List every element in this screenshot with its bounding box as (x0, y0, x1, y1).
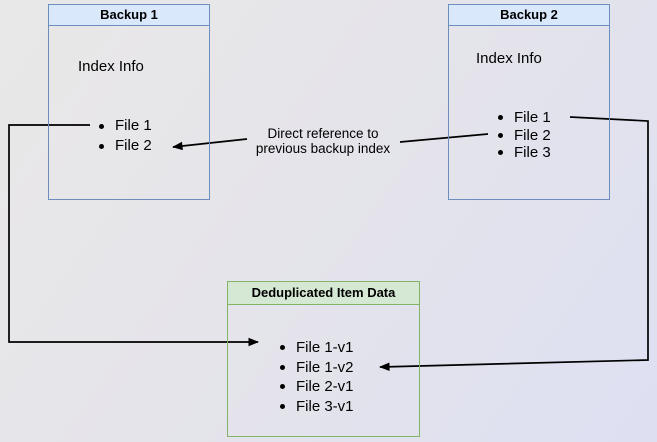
backup1-box: Backup 1 Index Info File 1 File 2 (48, 4, 210, 200)
backup1-file-list: File 1 File 2 (97, 116, 152, 156)
backup1-file-item: File 1 (97, 116, 152, 136)
arrow-annotation: Direct reference to previous backup inde… (240, 126, 406, 156)
arrow-annotation-line1: Direct reference to (267, 126, 379, 141)
arrow-annotation-line2: previous backup index (255, 141, 391, 156)
dedup-item: File 1-v2 (278, 358, 354, 378)
backup2-file-list: File 1 File 2 File 3 (496, 109, 551, 162)
dedup-item: File 3-v1 (278, 397, 354, 417)
dedup-item: File 1-v1 (278, 338, 354, 358)
dedup-item: File 2-v1 (278, 377, 354, 397)
backup2-file-item: File 2 (496, 127, 551, 145)
backup1-file-item: File 2 (97, 136, 152, 156)
backup2-subtitle: Index Info (476, 50, 542, 67)
backup2-header: Backup 2 (449, 5, 609, 26)
dedup-header: Deduplicated Item Data (228, 282, 419, 305)
dedup-item-list: File 1-v1 File 1-v2 File 2-v1 File 3-v1 (278, 338, 354, 416)
backup2-file-item: File 3 (496, 144, 551, 162)
backup2-box: Backup 2 Index Info File 1 File 2 File 3 (448, 4, 610, 200)
backup2-file-item: File 1 (496, 109, 551, 127)
backup1-header: Backup 1 (49, 5, 209, 26)
dedup-box: Deduplicated Item Data File 1-v1 File 1-… (227, 281, 420, 437)
backup1-subtitle: Index Info (78, 58, 144, 75)
